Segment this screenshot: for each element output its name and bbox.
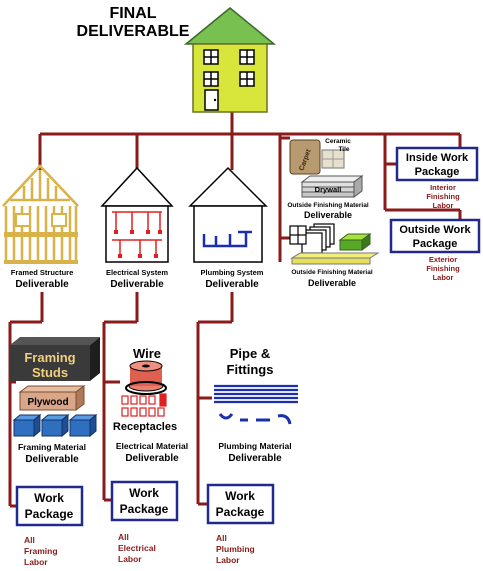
lumber-board-icon <box>290 252 380 265</box>
ceramic-label-line-1: Ceramic <box>325 138 351 145</box>
pipe-label-line-2: Fittings <box>227 362 274 377</box>
inside-labor-line-2: Finishing <box>426 192 460 201</box>
inside-work-package: Inside Work Package Interior Finishing L… <box>395 146 479 210</box>
framing-material-caption-line-1: Framing Material <box>18 442 86 452</box>
framed-structure-house: Framed Structure Deliverable <box>2 164 79 290</box>
plumbing-labor-line-3: Labor <box>216 555 240 565</box>
plumbing-materials: Pipe & Fittings Plumbing Material Delive… <box>214 346 298 464</box>
plumbing-system-house: Plumbing System Deliverable <box>188 166 268 290</box>
framing-materials: Framing Studs Plywood Framing Material D… <box>10 337 100 465</box>
studs-label-line-2: Studs <box>32 365 68 380</box>
outside-labor-line-1: Exterior <box>429 255 457 264</box>
outside-package-line-2: Package <box>413 238 458 250</box>
wire-spool-icon <box>125 360 167 395</box>
electrical-labor-line-1: All <box>118 532 129 542</box>
fittings-icon <box>218 413 292 425</box>
electrical-material-caption-line-1: Electrical Material <box>116 441 188 451</box>
inside-package-line-2: Package <box>415 166 460 178</box>
outside-package-line-1: Outside Work <box>399 224 471 236</box>
electrical-caption-line-1: Electrical System <box>106 268 168 277</box>
outside-bottom-caption-line-2: Deliverable <box>308 278 356 288</box>
final-house-icon <box>183 7 277 113</box>
windows-stack-icon <box>289 223 335 254</box>
plumbing-labor-line-1: All <box>216 533 227 543</box>
plumbing-package-box <box>206 483 275 525</box>
framed-caption-line-2: Deliverable <box>15 279 69 290</box>
electrical-package-box <box>110 480 179 522</box>
connector-lines <box>8 112 462 508</box>
framing-labor-line-1: All <box>24 535 35 545</box>
framed-caption-line-1: Framed Structure <box>11 268 74 277</box>
title-line-1: FINAL <box>109 5 156 22</box>
electrical-labor-line-3: Labor <box>118 554 142 564</box>
ceramic-label-line-2: Tile <box>338 146 349 153</box>
wire-label: Wire <box>133 346 161 361</box>
plumbing-work-package: Work Package All Plumbing Labor <box>206 483 275 565</box>
inside-labor-line-1: Interior <box>430 183 456 192</box>
electrical-work-package: Work Package All Electrical Labor <box>110 480 179 564</box>
inside-package-line-1: Inside Work <box>406 152 469 164</box>
plumbing-caption-line-1: Plumbing System <box>201 268 264 277</box>
studs-label-line-1: Framing <box>24 350 75 365</box>
outside-bottom-caption-line-1: Outside Finishing Material <box>291 269 372 276</box>
siding-block-icon <box>338 233 372 251</box>
plumbing-caption-line-2: Deliverable <box>205 279 259 290</box>
outside-labor-line-3: Labor <box>433 273 454 282</box>
framing-package-line-2: Package <box>25 507 74 521</box>
electrical-caption-line-2: Deliverable <box>110 279 164 290</box>
drywall-stack-icon <box>300 175 364 198</box>
outside-work-package: Outside Work Package Exterior Finishing … <box>389 218 481 282</box>
receptacles-icon <box>121 393 167 417</box>
electrical-materials: Wire Receptacles Electrical Material Del… <box>113 346 188 464</box>
outside-package-box <box>389 218 481 254</box>
framing-package-box <box>15 485 84 527</box>
framing-package-line-1: Work <box>34 491 64 505</box>
framing-studs-block-icon <box>10 337 100 381</box>
plumbing-labor-line-2: Plumbing <box>216 544 255 554</box>
title-line-2: DELIVERABLE <box>77 23 190 40</box>
outside-finishing-bottom: Outside Finishing Material Deliverable <box>289 223 380 288</box>
outside-top-caption-line-1: Outside Finishing Material <box>287 202 368 209</box>
outside-finishing-top: Carpet Ceramic Tile Drywall Outside Fini… <box>287 138 368 220</box>
framing-work-package: Work Package All Framing Labor <box>15 485 84 567</box>
final-deliverable: FINAL DELIVERABLE <box>77 5 277 113</box>
electrical-system-house: Electrical System Deliverable <box>100 166 174 290</box>
framing-labor-line-3: Labor <box>24 557 48 567</box>
framing-labor-line-2: Framing <box>24 546 58 556</box>
carpet-roll-icon: Carpet <box>289 139 321 175</box>
nail-boxes-icon <box>12 413 98 438</box>
inside-package-box <box>395 146 479 182</box>
inside-labor-line-3: Labor <box>433 201 454 210</box>
electrical-package-line-1: Work <box>129 486 159 500</box>
pipe-label-line-1: Pipe & <box>230 346 270 361</box>
plumbing-package-line-1: Work <box>225 489 255 503</box>
electrical-labor-line-2: Electrical <box>118 543 156 553</box>
electrical-package-line-2: Package <box>120 502 169 516</box>
plywood-label: Plywood <box>27 397 68 408</box>
plumbing-material-caption-line-2: Deliverable <box>228 453 282 464</box>
receptacles-label: Receptacles <box>113 421 177 433</box>
drywall-label: Drywall <box>315 185 342 194</box>
framing-material-caption-line-2: Deliverable <box>25 454 79 465</box>
ceramic-tile-icon <box>321 149 345 169</box>
outside-labor-line-2: Finishing <box>426 264 460 273</box>
outside-top-caption-line-2: Deliverable <box>304 210 352 220</box>
pipes-icon <box>214 384 298 404</box>
plumbing-material-caption-line-1: Plumbing Material <box>218 441 291 451</box>
electrical-material-caption-line-2: Deliverable <box>125 453 179 464</box>
plumbing-package-line-2: Package <box>216 505 265 519</box>
plywood-block-icon <box>18 385 86 411</box>
